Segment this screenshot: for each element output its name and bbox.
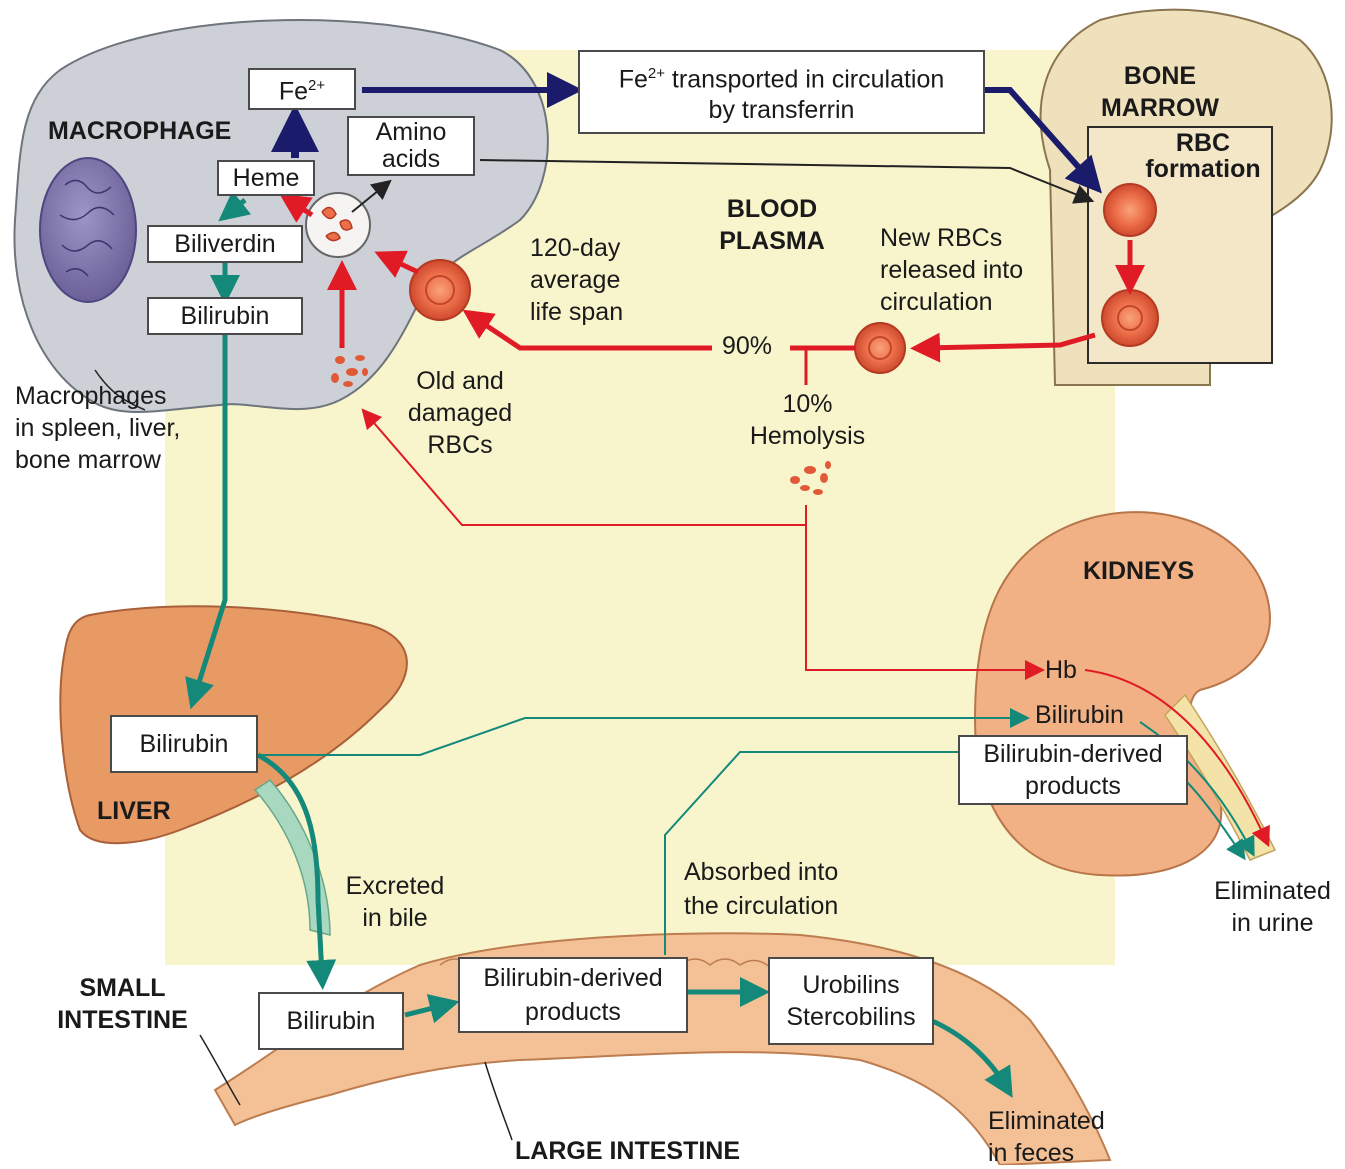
hemolysis-label: 10% Hemolysis: [725, 388, 890, 452]
fe-transport-superscript: 2+: [648, 65, 665, 82]
old-rbcs-label: Old and damaged RBCs: [390, 365, 530, 461]
derived-products-kidney-box: Bilirubin-derived products: [958, 735, 1188, 805]
kidney-hb-label: Hb: [1045, 654, 1077, 686]
leader-large-intestine: [485, 1062, 512, 1140]
percent-90-label: 90%: [722, 330, 772, 362]
phagocytic-vesicle: [306, 193, 370, 257]
liver-label: LIVER: [97, 795, 171, 827]
biliverdin-box: Biliverdin: [147, 225, 303, 263]
rbc-forming: [1104, 184, 1156, 236]
rbc-mature: [1102, 290, 1158, 346]
absorbed-label: Absorbed into the circulation: [684, 855, 838, 923]
eliminated-urine-label: Eliminated in urine: [1200, 875, 1345, 939]
bone-marrow-label: BONE MARROW: [1080, 60, 1240, 124]
large-intestine-label: LARGE INTESTINE: [515, 1135, 740, 1167]
fe-transport-box: Fe2+ transported in circulation by trans…: [578, 50, 985, 134]
macrophage-label: MACROPHAGE: [48, 115, 231, 147]
derived-products-intestine-box: Bilirubin-derived products: [458, 957, 688, 1033]
fe-transport-line1: Fe2+ transported in circulation: [619, 59, 945, 94]
new-rbcs-label: New RBCs released into circulation: [880, 222, 1023, 318]
fe-text: Fe2+: [279, 71, 325, 106]
fe-box: Fe2+: [248, 68, 356, 110]
fe-transport-rest: transported in circulation: [665, 66, 944, 94]
heme-box: Heme: [217, 160, 315, 196]
macrophage-nucleus: [40, 158, 136, 302]
kidney-bilirubin-label: Bilirubin: [1035, 699, 1124, 731]
bilirubin-small-intestine-box: Bilirubin: [258, 992, 404, 1050]
eliminated-feces-label: Eliminated in feces: [988, 1105, 1105, 1169]
small-intestine-label: SMALL INTESTINE: [40, 972, 205, 1036]
fe-transport-base: Fe: [619, 66, 648, 94]
fe-transport-line2: by transferrin: [709, 95, 855, 125]
macrophages-location-label: Macrophages in spleen, liver, bone marro…: [15, 380, 180, 476]
kidneys-label: KIDNEYS: [1083, 555, 1194, 587]
bilirubin-liver-box: Bilirubin: [110, 715, 258, 773]
excreted-bile-label: Excreted in bile: [325, 870, 465, 934]
life-span-label: 120-day average life span: [530, 232, 623, 328]
urobilins-box: Urobilins Stercobilins: [768, 957, 934, 1045]
fe-base: Fe: [279, 78, 308, 106]
rbc-new: [855, 323, 905, 373]
fe-superscript: 2+: [308, 77, 325, 94]
blood-plasma-label: BLOOD PLASMA: [702, 193, 842, 257]
rbc-circulating: [410, 260, 470, 320]
bilirubin-macrophage-box: Bilirubin: [147, 297, 303, 335]
rbc-formation-label: RBC formation: [1135, 130, 1271, 182]
amino-acids-box: Amino acids: [347, 116, 475, 176]
